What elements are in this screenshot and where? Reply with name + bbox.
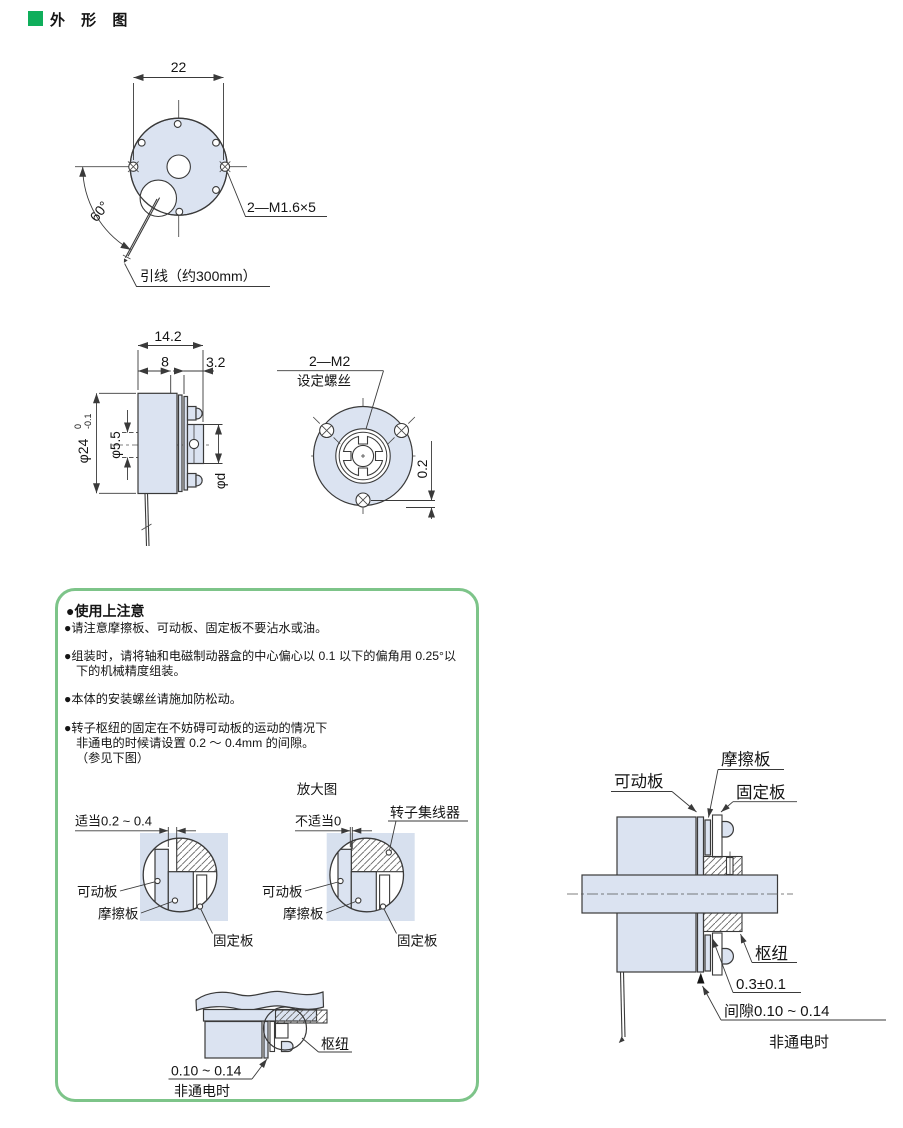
green-square-icon <box>28 11 43 26</box>
dia24-tol-upper: 0 <box>73 424 83 429</box>
dim-22-label: 22 <box>171 59 187 75</box>
mount-gap-callout: 0.10 ~ 0.14 非通电时 <box>168 1058 268 1099</box>
play-callout: 0.3±0.1 <box>712 938 801 993</box>
dim-3-2: 3.2 <box>173 354 226 394</box>
magnified-caption: 放大图 <box>297 782 338 797</box>
front-screw-upper-left <box>312 416 341 445</box>
movable-plate-label: 可动板 <box>614 772 664 791</box>
dia-d-label: φd <box>213 473 228 489</box>
dia24-tol-lower: -0.1 <box>83 413 93 429</box>
side-view <box>112 392 210 547</box>
gap-label: 间隙0.10 ~ 0.14 <box>724 1003 829 1020</box>
front-view <box>311 398 416 514</box>
dim-0-2: 0.2 <box>371 441 435 519</box>
fixed-plate-label: 固定板 <box>397 934 438 949</box>
movable-plate-callout: 可动板 <box>611 772 697 813</box>
mount-structure <box>195 990 328 1059</box>
mount-gap-label: 0.10 ~ 0.14 <box>171 1063 242 1079</box>
hub-callout: 枢纽 <box>740 933 797 963</box>
cross-lead-wire <box>618 971 626 1043</box>
dim-8-label: 8 <box>161 354 169 370</box>
dim-22: 22 <box>133 59 224 160</box>
cross-section-diagram: 可动板 摩擦板 固定板 枢纽 0.3±0.1 间隙0.10 ~ 0.14 非通电… <box>567 750 886 1051</box>
dim-dia24: φ24 0 -0.1 <box>73 392 136 494</box>
note-bullet-2a: ●组装时，请将轴和电磁制动器盒的中心偏心以 0.1 以下的偏角用 0.25°以 <box>64 649 457 663</box>
magnified-improper-diagram: 可动板 摩擦板 固定板 不适当0 转子集线器 <box>262 805 468 949</box>
note-bullet-4b: 非通电的时候请设置 0.2 ～ 0.4mm 的间隙。 <box>76 736 315 750</box>
dim-60deg-label: 60° <box>86 198 112 225</box>
dim-8: 8 <box>138 354 172 393</box>
brake-assembly <box>567 814 793 1043</box>
front-screw-upper-right <box>387 416 416 445</box>
fixed-plate-callout: 固定板 <box>720 783 797 813</box>
friction-plate-label: 摩擦板 <box>283 906 324 922</box>
dim-14-2: 14.2 <box>137 328 204 422</box>
movable-plate-label: 可动板 <box>77 885 118 900</box>
brake-disc <box>127 117 231 218</box>
dim-14-2-label: 14.2 <box>154 328 181 344</box>
mount-state-label: 非通电时 <box>174 1083 230 1099</box>
setscrew-sub-label: 设定螺丝 <box>297 374 351 389</box>
dim-proper-gap: 适当0.2 ~ 0.4 <box>75 814 196 849</box>
dim-dia5-5: φ5.5 <box>108 410 131 480</box>
lead-wire-label: 引线（约300mm） <box>140 268 257 284</box>
side-lead-wire <box>141 493 152 547</box>
lead-wire: 引线（约300mm） <box>122 197 270 287</box>
hub-label: 枢纽 <box>755 944 788 963</box>
front-screw-bottom <box>355 492 371 508</box>
dim-dia-d: φd <box>203 424 228 489</box>
tap-label: 2—M1.6×5 <box>247 199 316 215</box>
side-front-view-drawing: 14.2 8 3.2 φ24 0 -0.1 φ5.5 <box>73 328 435 547</box>
fixed-plate-label: 固定板 <box>213 934 254 949</box>
dia5-5-label: φ5.5 <box>108 431 123 459</box>
friction-plate-callout: 摩擦板 <box>707 750 784 818</box>
play-label: 0.3±0.1 <box>736 976 786 993</box>
note-bullet-4a: ●转子枢纽的固定在不妨碍可动板的运动的情况下 <box>64 721 328 735</box>
note-bullet-4c: （参见下图） <box>76 751 150 765</box>
fixed-plate-label: 固定板 <box>736 783 786 802</box>
proper-gap-label: 适当0.2 ~ 0.4 <box>75 814 152 829</box>
setscrew-callout: 2—M2 设定螺丝 <box>277 353 384 430</box>
state-label: 非通电时 <box>769 1034 829 1051</box>
note-bullet-1: ●请注意摩擦板、可动板、固定板不要沾水或油。 <box>64 621 328 635</box>
magnified-proper-diagram: 可动板 摩擦板 固定板 适当0.2 ~ 0.4 <box>75 814 254 949</box>
note-bullet-2b: 下的机械精度组装。 <box>76 664 186 678</box>
friction-plate-label: 摩擦板 <box>98 906 139 922</box>
rotor-collector-label: 转子集线器 <box>390 805 460 821</box>
dim-60deg-arc: 60° <box>79 166 131 251</box>
movable-plate-label: 可动板 <box>262 885 303 900</box>
setscrew-label: 2—M2 <box>309 353 350 369</box>
mount-screw-right <box>219 161 231 173</box>
mount-screw-left <box>127 161 139 173</box>
magnified-diagrams: 放大图 可动板 摩擦板 固定板 <box>75 782 468 949</box>
dia24-label: φ24 <box>75 438 91 463</box>
top-view-drawing: 22 60° 引线（约300mm） 2—M1.6×5 <box>75 59 327 287</box>
note-bullet-3: ●本体的安装螺丝请施加防松动。 <box>64 692 242 706</box>
mount-detail-diagram: 枢纽 0.10 ~ 0.14 非通电时 <box>168 990 352 1099</box>
improper-gap-label: 不适当0 <box>295 814 341 829</box>
friction-plate-label: 摩擦板 <box>721 750 771 769</box>
hub-label: 枢纽 <box>321 1036 349 1052</box>
page-title: 外 形 图 <box>50 12 134 29</box>
gap-marker <box>697 972 705 984</box>
tap-callout: 2—M1.6×5 <box>227 172 327 217</box>
gap-callout: 间隙0.10 ~ 0.14 非通电时 <box>702 985 886 1051</box>
hub-callout: 枢纽 <box>301 1036 352 1053</box>
dim-0-2-label: 0.2 <box>415 460 430 479</box>
rotor-collector-callout: 转子集线器 <box>388 805 468 851</box>
notes-heading: ●使用上注意 <box>66 603 145 619</box>
dim-3-2-label: 3.2 <box>206 354 226 370</box>
dim-improper-gap: 不适当0 <box>295 814 372 849</box>
